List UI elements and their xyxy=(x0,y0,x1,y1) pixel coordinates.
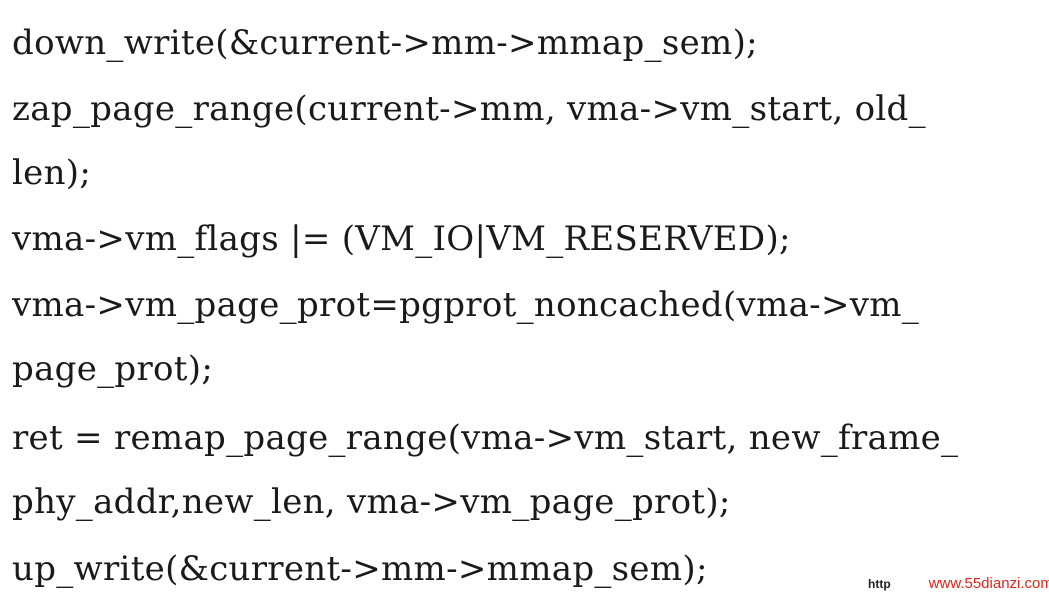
code-line-vm-page-prot-cont: page_prot); xyxy=(12,349,214,389)
code-line-vm-page-prot: vma->vm_page_prot=pgprot_noncached(vma->… xyxy=(12,285,920,325)
watermark-url: www.55dianzi.com xyxy=(928,575,1049,592)
code-line-down-write: down_write(&current->mm->mmap_sem); xyxy=(12,23,758,63)
code-line-vm-flags: vma->vm_flags |= (VM_IO|VM_RESERVED); xyxy=(12,219,791,259)
code-line-remap-page-range-cont: phy_addr,new_len, vma->vm_page_prot); xyxy=(12,482,731,522)
code-line-up-write: up_write(&current->mm->mmap_sem); xyxy=(12,549,708,589)
code-line-remap-page-range: ret = remap_page_range(vma->vm_start, ne… xyxy=(12,418,959,458)
code-line-zap-page-range: zap_page_range(current->mm, vma->vm_star… xyxy=(12,89,926,129)
watermark-prefix: http xyxy=(868,577,891,591)
code-line-zap-page-range-cont: len); xyxy=(12,153,92,193)
watermark: http www.55dianzi.com xyxy=(868,574,1049,594)
